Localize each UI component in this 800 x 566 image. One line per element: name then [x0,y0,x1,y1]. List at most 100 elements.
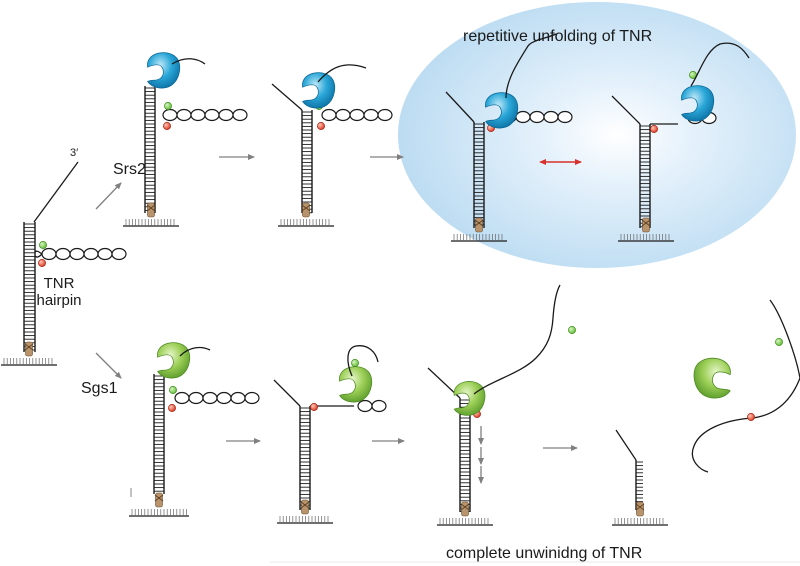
acceptor-fluorophore [650,125,658,133]
helicase-body [681,85,715,122]
hairpin-loop [557,110,573,124]
donor-fluorophore [568,326,576,334]
anchor-mark [460,503,470,511]
anchor-mark [146,204,156,212]
hairpin-loop [174,391,190,405]
srs2-step1-construct [123,52,248,227]
surface-anchor [618,217,674,242]
acceptor-fluorophore [310,403,318,411]
surface-anchor [437,501,493,526]
anchor-mark [301,204,311,212]
tnr-hairpin-loops [174,391,260,405]
helicase-body [302,72,336,109]
srs2-helicase [681,85,715,122]
hairpin-loop [357,399,373,413]
ssdna-strand [171,58,206,65]
anchor-mark [474,219,484,227]
sgs1-step1-construct [129,342,260,517]
sgs1-label: Sgs1 [81,380,118,397]
hairpin-loop [188,391,204,405]
hairpin-loop [190,108,206,122]
ssdna-strand [347,345,379,377]
top-process-title: repetitive unfolding of TNR [463,28,652,45]
srs2-step4-construct [611,42,750,242]
hairpin-label: hairpin [36,292,81,309]
ssdna-strand [179,346,211,357]
ssdna-strand [611,95,641,125]
dna-stem [153,374,165,494]
surface-anchor [278,202,334,227]
tnr-hairpin-loops [357,399,387,413]
tnr-label: TNR [44,275,75,292]
ssdna-strand [445,91,475,123]
srs2-helicase [147,52,181,89]
hairpin-loop [83,247,99,261]
tnr-hairpin-loops [321,108,393,122]
surface-anchor [451,217,507,242]
sgs1-helicase [339,366,373,403]
acceptor-fluorophore [747,413,755,421]
surface-anchor [277,499,333,524]
dna-stem [23,222,36,352]
ssdna-strand [615,429,637,461]
branch-arrow-srs2 [95,182,122,210]
surface-anchor [612,501,668,526]
tnr-hairpin-loops [162,108,248,122]
donor-fluorophore [39,241,47,249]
anchor-mark [154,494,164,502]
loop-junction [34,250,43,255]
sgs1-step4-construct [612,429,668,526]
anchor-mark [300,501,310,509]
srs2-helicase [485,92,519,129]
hairpin-loop [335,108,351,122]
tnr-hairpin-loops [41,247,127,261]
hairpin-loop [97,247,113,261]
surface-anchor [129,492,189,517]
hairpin-loop [232,108,248,122]
dna-stem [301,110,313,214]
helicase-body [147,52,181,89]
helicase-body [453,381,486,416]
hairpin-loop [515,110,531,124]
hairpin-loop [244,391,260,405]
sgs1-helicase [693,357,731,399]
anchor-mark [641,219,651,227]
dna-stem [299,406,311,510]
ssdna-strand [473,284,561,395]
hairpin-loop [218,108,234,122]
srs2-label: Srs2 [113,161,146,178]
ssdna-strand [271,83,303,111]
three-prime-label: 3′ [70,147,78,159]
hairpin-loop [69,247,85,261]
helicase-body [157,342,191,379]
hairpin-loop [363,108,379,122]
donor-fluorophore [351,359,359,367]
surface-anchor [123,202,179,227]
hairpin-loop [349,108,365,122]
hairpin-loop [529,110,545,124]
hairpin-loop [176,108,192,122]
anchor-mark [635,503,645,511]
hairpin-loop [111,247,127,261]
hairpin-loop [321,108,337,122]
helicase-body [485,92,519,129]
dna-stem [144,86,156,213]
sgs1-helicase [157,342,191,379]
repetitive-unfolding-bubble [398,2,796,268]
hairpin-loop [371,399,387,413]
anchor-mark [24,343,34,351]
sgs1-helicase [453,381,486,416]
donor-fluorophore [775,338,783,346]
hairpin-loop [162,108,178,122]
hairpin-loop [55,247,71,261]
overhang-3prime [33,161,79,223]
dna-stem [473,122,485,228]
donor-fluorophore [169,386,177,394]
hairpin-loop [230,391,246,405]
ssdna-strand [273,379,301,407]
srs2-step2-construct [271,64,393,227]
hairpin-loop [202,391,218,405]
srs2-helicase [302,72,336,109]
